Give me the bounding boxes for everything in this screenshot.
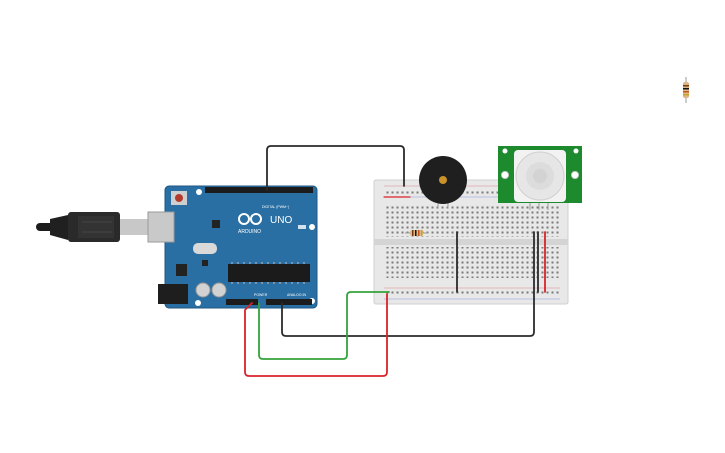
atmega-chip xyxy=(228,264,310,282)
power-jack xyxy=(158,284,188,304)
breadboard[interactable] xyxy=(373,179,569,305)
usb-cable[interactable] xyxy=(36,212,150,242)
brand-label: ARDUINO xyxy=(238,229,261,235)
spare-resistor[interactable] xyxy=(683,77,689,103)
analog-header[interactable] xyxy=(266,299,312,305)
power-header[interactable] xyxy=(226,299,258,305)
resistor[interactable] xyxy=(405,230,428,236)
digital-header[interactable] xyxy=(205,187,313,193)
capacitor xyxy=(211,282,227,298)
model-label: UNO xyxy=(270,215,292,226)
arduino-uno-board[interactable]: ARDUINO UNO DIGITAL (PWM~) POWER ANALOG … xyxy=(147,185,318,309)
wire-black-ground[interactable] xyxy=(281,231,535,337)
digital-label: DIGITAL (PWM~) xyxy=(262,205,289,209)
wire-green[interactable] xyxy=(258,291,390,360)
wire-red-power[interactable] xyxy=(244,293,388,377)
crystal xyxy=(193,243,217,254)
analog-label: ANALOG IN xyxy=(287,293,307,297)
power-label: POWER xyxy=(254,293,268,297)
voltage-regulator xyxy=(176,264,187,276)
pir-sensor[interactable] xyxy=(498,146,582,210)
wire-black-buzzer[interactable] xyxy=(266,145,405,191)
piezo-buzzer[interactable] xyxy=(419,156,467,208)
capacitor xyxy=(195,282,211,298)
arduino-logo-icon xyxy=(238,213,262,225)
usb-port xyxy=(147,211,175,243)
